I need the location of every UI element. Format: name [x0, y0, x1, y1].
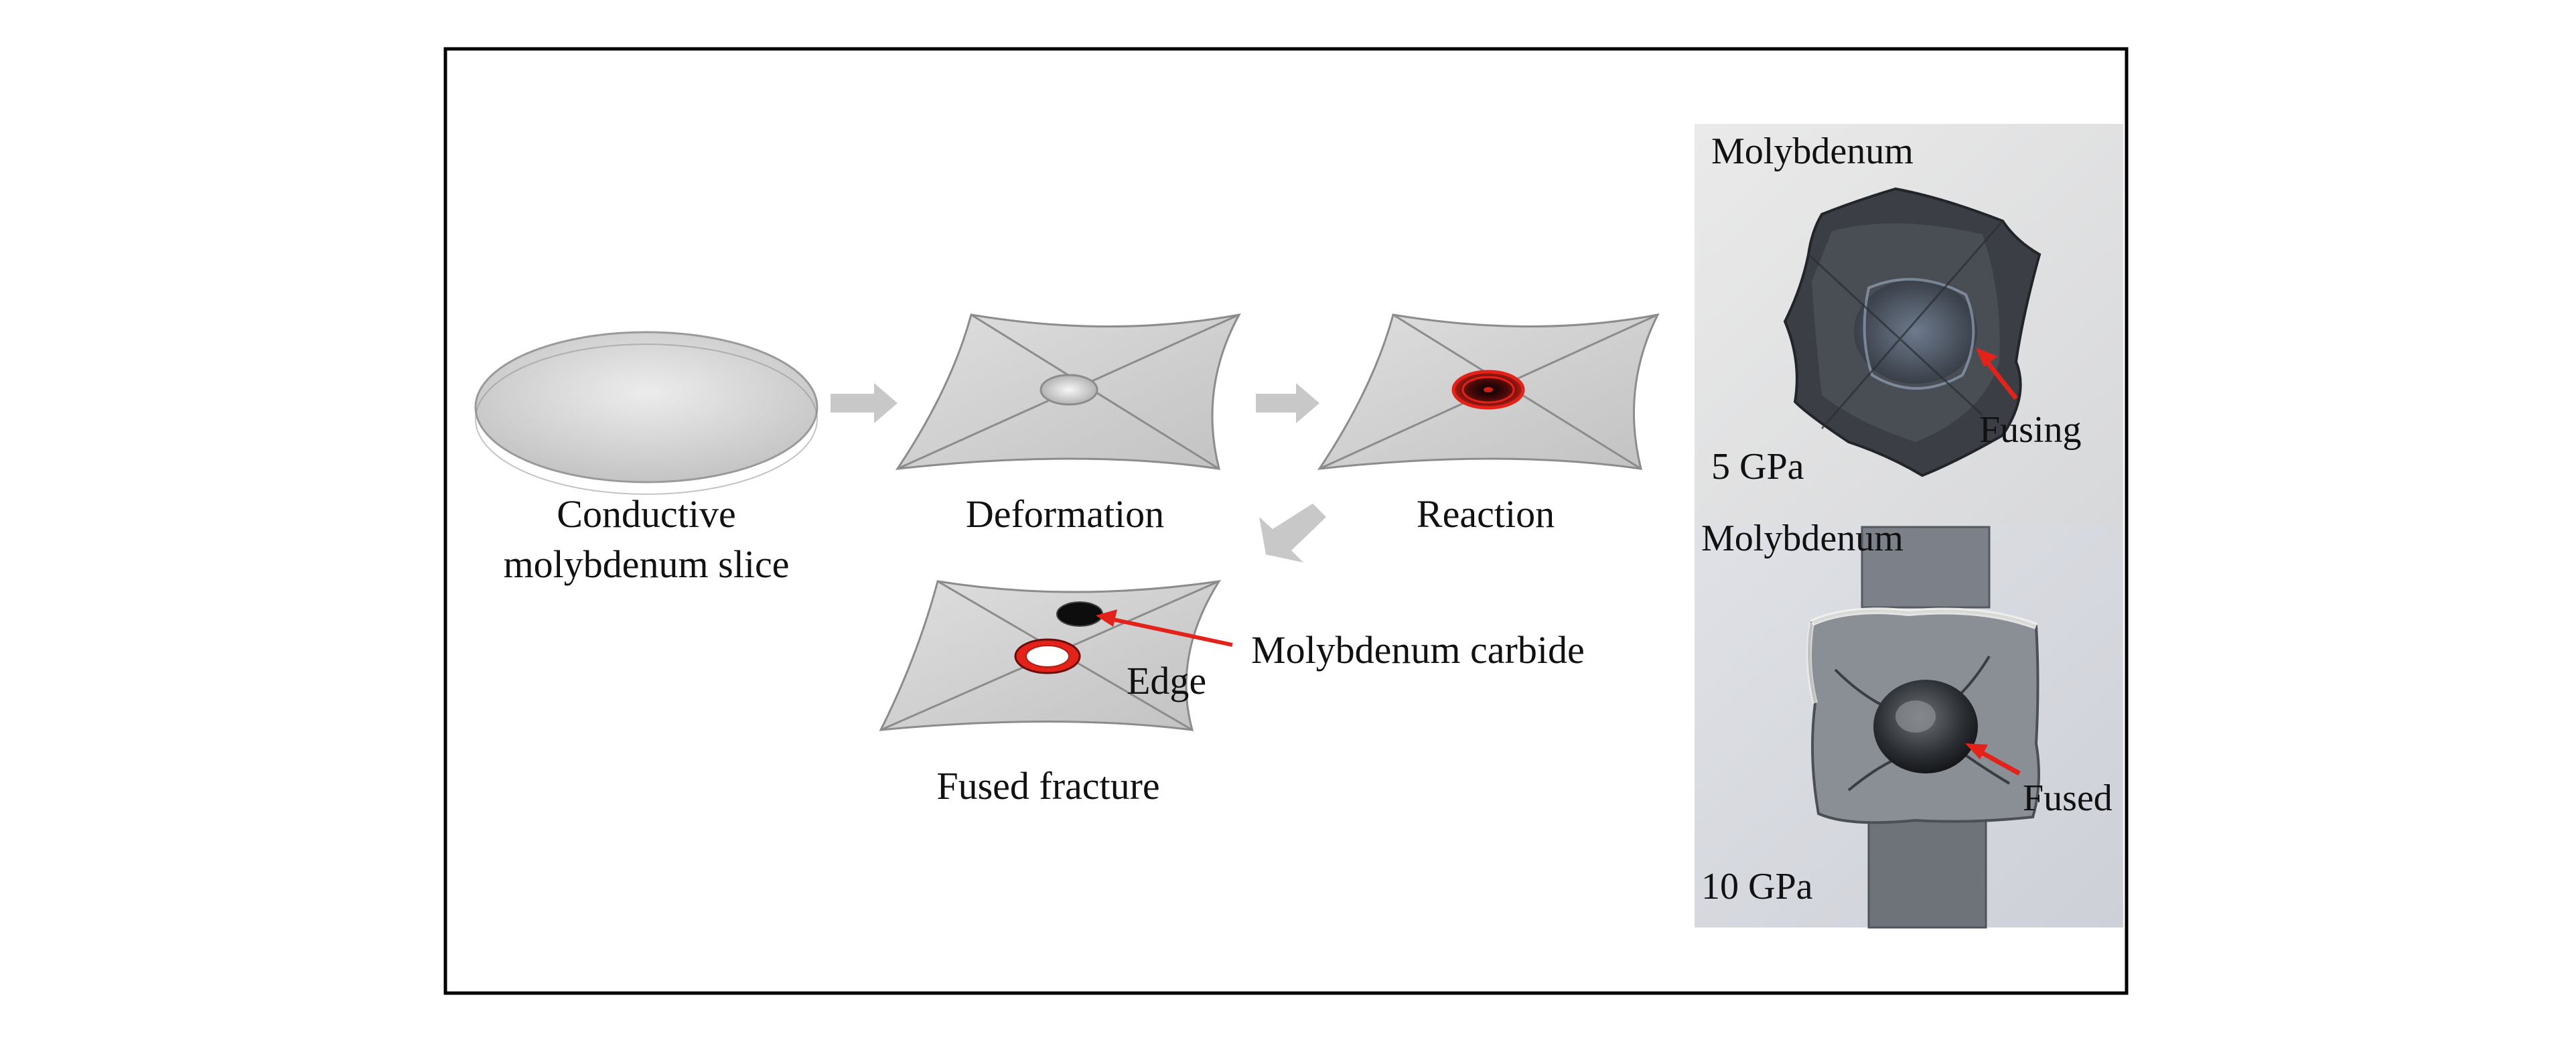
- photo-10gpa-callout: Fused: [2023, 777, 2113, 819]
- molybdenum-slice-disc: [474, 331, 818, 495]
- process-arrow-1: [831, 383, 898, 423]
- photo-10gpa: [1695, 526, 2123, 929]
- molybdenum-carbide-hole: [1056, 601, 1103, 627]
- slice-label-line2: molybdenum slice: [504, 542, 790, 586]
- photo-5gpa-material: Molybdenum: [1711, 131, 1914, 172]
- figure-frame: [443, 47, 2129, 995]
- carbide-label: Molybdenum carbide: [1251, 628, 1585, 672]
- process-arrow-2: [1256, 383, 1319, 423]
- process-arrow-3: [1259, 504, 1326, 563]
- reaction-slab: [1317, 313, 1660, 470]
- deformation-dimple: [1040, 374, 1098, 406]
- fracture-slab: [879, 580, 1221, 731]
- slice-label-line1: Conductive: [557, 492, 735, 536]
- reaction-label: Reaction: [1417, 492, 1555, 536]
- deformation-label: Deformation: [966, 492, 1164, 536]
- photo-5gpa-callout: Fusing: [1979, 409, 2082, 451]
- edge-label: Edge: [1127, 659, 1206, 702]
- carbide-callout-arrow: [1096, 609, 1233, 647]
- deformation-slab: [895, 313, 1241, 470]
- photo-5gpa-pressure: 5 GPa: [1711, 446, 1804, 488]
- sample-5gpa-bruise: [1854, 279, 1977, 384]
- photo-5gpa: [1695, 124, 2123, 526]
- photo-10gpa-material: Molybdenum: [1701, 518, 1904, 559]
- fracture-label: Fused fracture: [936, 764, 1159, 808]
- photo-10gpa-pressure: 10 GPa: [1701, 866, 1813, 907]
